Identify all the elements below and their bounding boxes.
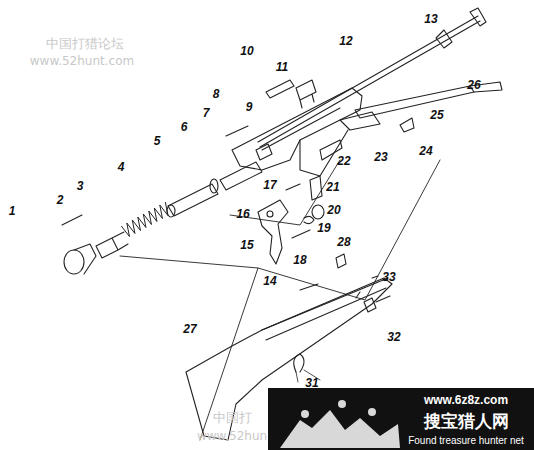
pin-2: [62, 215, 82, 225]
callout-number: 14: [263, 275, 276, 288]
watermark: 中国打猎论坛: [46, 37, 124, 51]
part-11: [296, 80, 316, 108]
part-21: [310, 176, 322, 200]
callout-number: 9: [246, 101, 253, 114]
logo-band: [268, 388, 534, 450]
callout-number: 26: [467, 79, 480, 92]
callout-number: 7: [203, 107, 210, 120]
screw-28: [300, 254, 346, 290]
trigger: [258, 200, 288, 264]
callout-number: 33: [382, 271, 395, 284]
callout-number: 27: [183, 323, 196, 336]
logo-silhouettes: [280, 400, 400, 448]
sight-13: [436, 30, 452, 48]
front-sight: [470, 8, 486, 26]
callout-number: 19: [317, 222, 330, 235]
pin-18: [292, 230, 310, 238]
callout-number: 1: [9, 205, 16, 218]
pin-8: [226, 126, 248, 136]
watermark: 中国打: [213, 411, 252, 425]
receiver-detail: [262, 108, 348, 176]
logo-url: www.6z8z.com: [424, 394, 508, 407]
part-9: [256, 144, 272, 160]
part-20: [312, 205, 324, 219]
barrel: [258, 16, 480, 147]
callout-number: 6: [181, 121, 188, 134]
stock-rail: [262, 278, 388, 340]
callout-number: 11: [276, 61, 288, 74]
callout-number: 15: [240, 239, 253, 252]
callout-number: 20: [327, 204, 340, 217]
callout-number: 4: [118, 161, 125, 174]
callout-number: 16: [236, 208, 249, 221]
callout-number: 5: [154, 135, 161, 148]
logo-subtitle: Found treasure hunter net: [408, 435, 524, 446]
callout-number: 10: [240, 45, 253, 58]
watermark: www.52hunt.com: [30, 55, 134, 68]
trigger-guard-31: [294, 354, 304, 372]
seal: [210, 179, 218, 193]
trigger-pin-hole: [267, 211, 273, 217]
end-cap-body: [74, 244, 96, 274]
receiver: [232, 88, 362, 170]
callout-number: 28: [337, 236, 350, 249]
logo-title: 搜宝猎人网: [424, 412, 509, 431]
mainspring: [121, 202, 168, 237]
callout-number: 3: [77, 180, 84, 193]
callout-number: 2: [57, 194, 64, 207]
callout-number: 8: [213, 88, 220, 101]
spring-17: [286, 184, 300, 190]
callout-number: 12: [339, 35, 352, 48]
spring-coil: [121, 202, 168, 237]
washer-33: [356, 276, 378, 298]
end-cap: [64, 250, 84, 274]
callout-number: 13: [424, 13, 437, 26]
spring-guide: [96, 232, 128, 258]
clip-19: [304, 216, 314, 223]
cylinder-7: [220, 162, 262, 190]
callout-number: 17: [263, 179, 276, 192]
callout-number: 24: [419, 145, 432, 158]
callout-number: 23: [374, 151, 387, 164]
callout-number: 18: [293, 254, 306, 267]
callout-number: 21: [326, 181, 339, 194]
callout-number: 22: [337, 155, 350, 168]
screw-32: [364, 296, 390, 312]
callout-number: 31: [305, 377, 318, 390]
part-10: [266, 80, 294, 98]
callout-number: 25: [430, 109, 443, 122]
screw-24: [400, 118, 414, 132]
lever-link-23: [340, 112, 380, 130]
callout-number: 32: [387, 331, 400, 344]
watermark: www.52hun: [197, 430, 267, 443]
